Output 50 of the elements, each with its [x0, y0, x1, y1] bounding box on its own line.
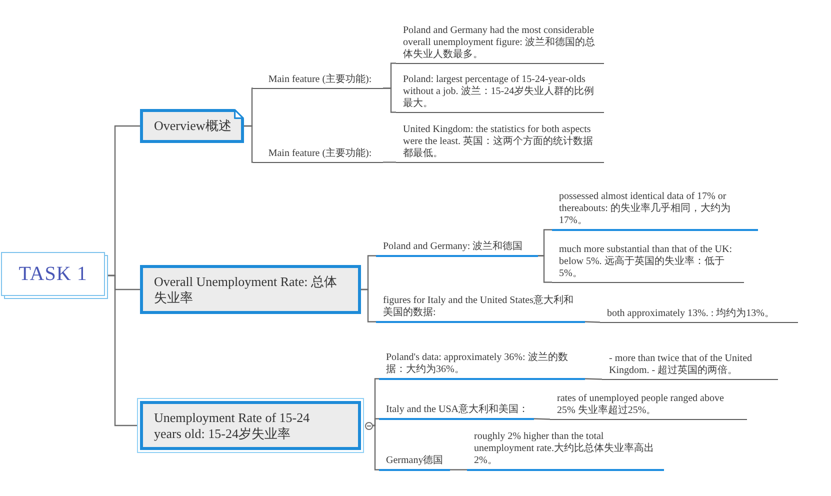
underlined-subtopic	[253, 74, 383, 89]
central-topic-box	[1, 252, 108, 299]
subtopic-text: possessed almost identical data of 17% or thereabouts: 的失业率几乎相同，大约为17%。	[559, 191, 732, 227]
topic-title: Overall Unemployment Rate: 总体失业率	[154, 274, 338, 306]
underlined-subtopic	[602, 353, 778, 380]
topic-title: Overview概述	[154, 118, 232, 134]
main-topic-box	[140, 265, 361, 314]
connector-line	[361, 288, 376, 322]
connector-line	[538, 255, 552, 283]
subtopic-text: figures for Italy and the United States意大利和美国的数据:	[383, 295, 575, 319]
subtopic-text: Poland and Germany had the most considerable overall unemployment figure: 波兰和德国的总体失业人数最多。	[403, 25, 596, 61]
connector-line	[383, 88, 396, 113]
connector-line	[383, 162, 396, 163]
subtopic-text: Poland: largest percentage of 15-24-year-olds without a job. 波兰：15-24岁失业人群的比例最大。	[403, 74, 596, 110]
underlined-subtopic	[376, 295, 585, 323]
underlined-subtopic	[396, 124, 604, 163]
connector-line	[108, 274, 137, 426]
underlined-subtopic	[550, 393, 747, 420]
underlined-subtopic	[552, 191, 758, 231]
underlined-subtopic	[467, 431, 664, 471]
connector-line	[244, 125, 254, 163]
underlined-subtopic	[376, 241, 538, 257]
topic-title: TASK 1	[18, 262, 88, 286]
connector-line	[373, 424, 379, 470]
topic-title: Unemployment Rate of 15-24 years old: 15-24岁失业率	[154, 410, 311, 442]
main-topic-box	[140, 109, 244, 143]
subtopic-text: much more substantial than that of the UK: below 5%. 远高于英国的失业率：低于5%。	[559, 244, 734, 280]
underlined-subtopic	[379, 352, 585, 380]
subtopic-text: rates of unemployed people ranged above 25% 失业率超过25%。	[557, 393, 725, 417]
connector-line	[450, 469, 467, 470]
subtopic-text: roughly 2% higher than the total unemployment rate.大约比总体失业率高出2%。	[474, 431, 655, 467]
connector-line	[373, 418, 379, 426]
underlined-subtopic	[379, 404, 534, 420]
connector-line	[534, 418, 550, 420]
subtopic-text: Italy and the USA意大利和美国：	[386, 404, 530, 416]
underlined-subtopic	[552, 244, 744, 283]
subtopic-text: Poland's data: approximately 36%: 波兰的数据：大约为36%。	[386, 352, 569, 376]
underlined-subtopic	[379, 455, 450, 471]
subtopic-text: both approximately 13%. : 均约为13%。	[607, 308, 776, 320]
subtopic-text: United Kingdom: the statistics for both aspects were the least. 英国：这两个方面的统计数据都最低。	[403, 124, 594, 160]
subtopic-text: Germany德国	[386, 455, 444, 467]
subtopic-text: Poland and Germany: 波兰和德国	[383, 241, 524, 253]
subtopic-text: Main feature (主要功能):	[267, 74, 373, 86]
subtopic-text: Main feature (主要功能):	[267, 148, 373, 160]
connector-line	[584, 321, 600, 323]
subtopic-text: - more than twice that of the United Kingdom. - 超过英国的两倍。	[609, 353, 754, 377]
connector-line	[584, 378, 602, 380]
underlined-subtopic	[600, 308, 798, 323]
underlined-subtopic	[253, 148, 383, 163]
main-topic-box	[137, 398, 373, 453]
